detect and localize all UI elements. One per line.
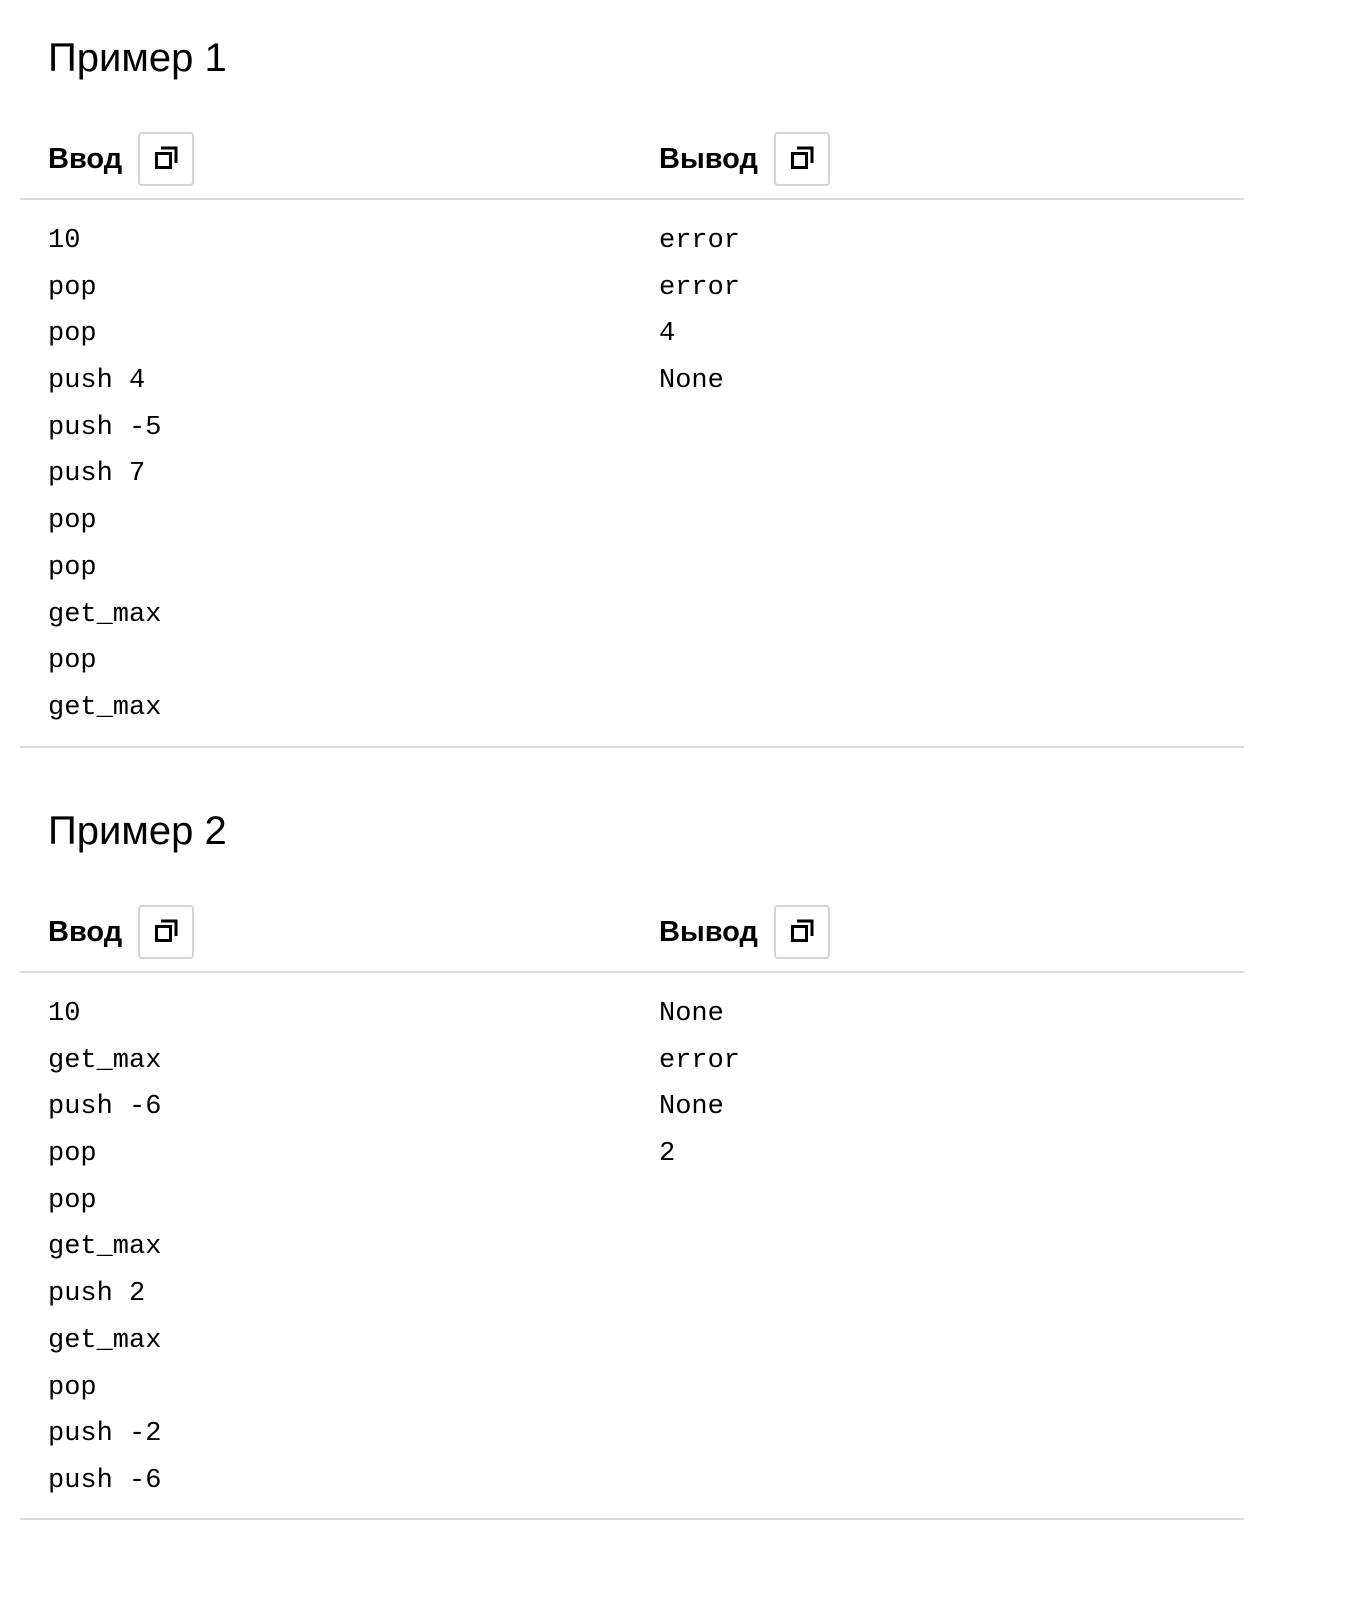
input-line: get_max xyxy=(48,1325,162,1356)
copy-icon xyxy=(152,917,180,948)
output-line: error xyxy=(659,272,741,303)
input-header: Ввод xyxy=(48,131,195,187)
input-line: pop xyxy=(48,1372,97,1403)
input-line: get_max xyxy=(48,1232,162,1263)
input-line: push -5 xyxy=(48,412,162,443)
output-line: None xyxy=(659,1092,724,1123)
input-line: get_max xyxy=(48,1045,162,1076)
copy-output-button[interactable] xyxy=(773,132,830,186)
output-line: 4 xyxy=(659,319,676,350)
input-line: get_max xyxy=(48,692,162,723)
header-divider xyxy=(20,198,1244,200)
example-title: Пример 1 xyxy=(48,36,227,80)
input-line: push 7 xyxy=(48,459,146,490)
copy-output-button[interactable] xyxy=(773,905,830,959)
input-line: pop xyxy=(48,552,97,583)
input-label: Ввод xyxy=(48,916,123,948)
input-line: pop xyxy=(48,506,97,537)
output-line: error xyxy=(659,226,741,256)
input-line: push -6 xyxy=(48,1092,162,1123)
input-line: push 2 xyxy=(48,1279,146,1310)
output-block: None error None 2 xyxy=(659,991,740,1178)
input-line: push 4 xyxy=(48,366,146,397)
output-label: Вывод xyxy=(659,916,758,948)
output-line: None xyxy=(659,999,724,1029)
output-line: 2 xyxy=(659,1139,676,1170)
output-header: Вывод xyxy=(659,131,830,187)
output-header: Вывод xyxy=(659,904,830,960)
input-line: pop xyxy=(48,319,97,350)
input-line: pop xyxy=(48,272,97,303)
input-line: push -6 xyxy=(48,1465,162,1496)
input-line: pop xyxy=(48,1139,97,1170)
output-line: error xyxy=(659,1045,741,1076)
example-bottom-divider xyxy=(20,746,1244,748)
output-label: Вывод xyxy=(659,143,758,175)
input-line: pop xyxy=(48,646,97,677)
copy-icon xyxy=(788,917,816,948)
example-title: Пример 2 xyxy=(48,809,227,853)
copy-input-button[interactable] xyxy=(138,905,195,959)
copy-icon xyxy=(152,144,180,175)
input-block: 10 pop pop push 4 push -5 push 7 pop pop… xyxy=(48,218,161,732)
input-label: Ввод xyxy=(48,143,123,175)
input-line: push -2 xyxy=(48,1419,162,1450)
copy-input-button[interactable] xyxy=(138,132,195,186)
input-header: Ввод xyxy=(48,904,195,960)
example-bottom-divider xyxy=(20,1518,1244,1520)
output-block: error error 4 None xyxy=(659,218,740,405)
input-line: get_max xyxy=(48,599,162,630)
output-line: None xyxy=(659,366,724,397)
header-divider xyxy=(20,971,1244,973)
input-line: 10 xyxy=(48,999,81,1029)
example-header-row: Ввод Вывод xyxy=(20,131,1244,187)
copy-icon xyxy=(788,144,816,175)
input-line: 10 xyxy=(48,226,81,256)
example-header-row: Ввод Вывод xyxy=(20,904,1244,960)
input-line: pop xyxy=(48,1185,97,1216)
input-block: 10 get_max push -6 pop pop get_max push … xyxy=(48,991,161,1505)
